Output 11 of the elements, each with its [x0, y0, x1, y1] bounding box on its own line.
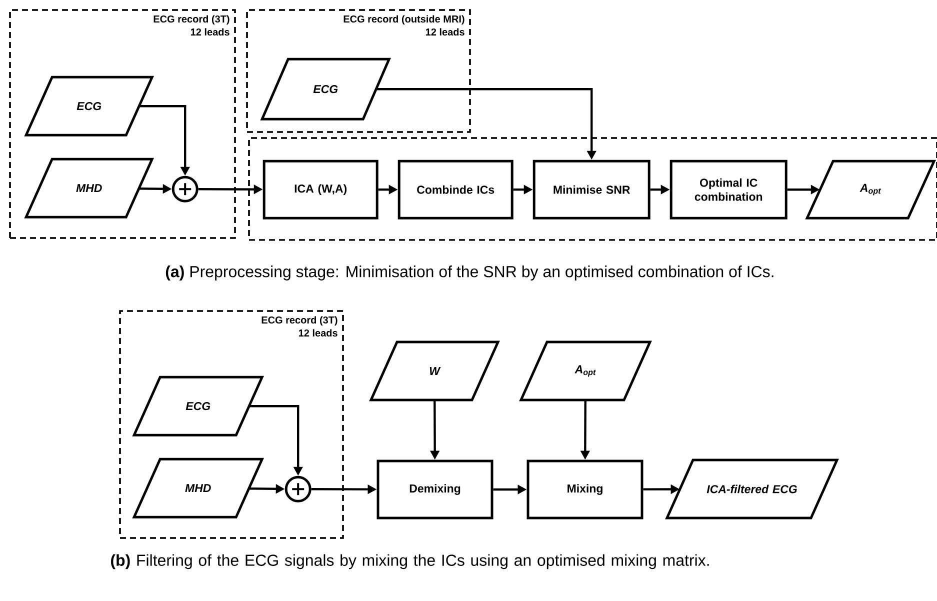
caption: (b) Filtering of the ECG signals by mixing the ICs using an optimised mixing matrix.	[111, 554, 709, 570]
process-box: Minimise SNR	[532, 160, 650, 220]
process-box: ICA (W,A)	[262, 160, 378, 220]
process-box: Mixing	[526, 460, 644, 520]
sum-junction	[284, 476, 312, 502]
process-box: Optimal IC combination	[670, 160, 788, 220]
sum-junction	[172, 176, 198, 202]
caption: (a) Preprocessing stage: Minimisation of the SNR by an optimised combination of ICs.	[166, 266, 774, 280]
dashed-group-box	[248, 137, 937, 241]
process-box: Demixing	[376, 460, 494, 520]
process-box: Combinde ICs	[398, 160, 514, 220]
